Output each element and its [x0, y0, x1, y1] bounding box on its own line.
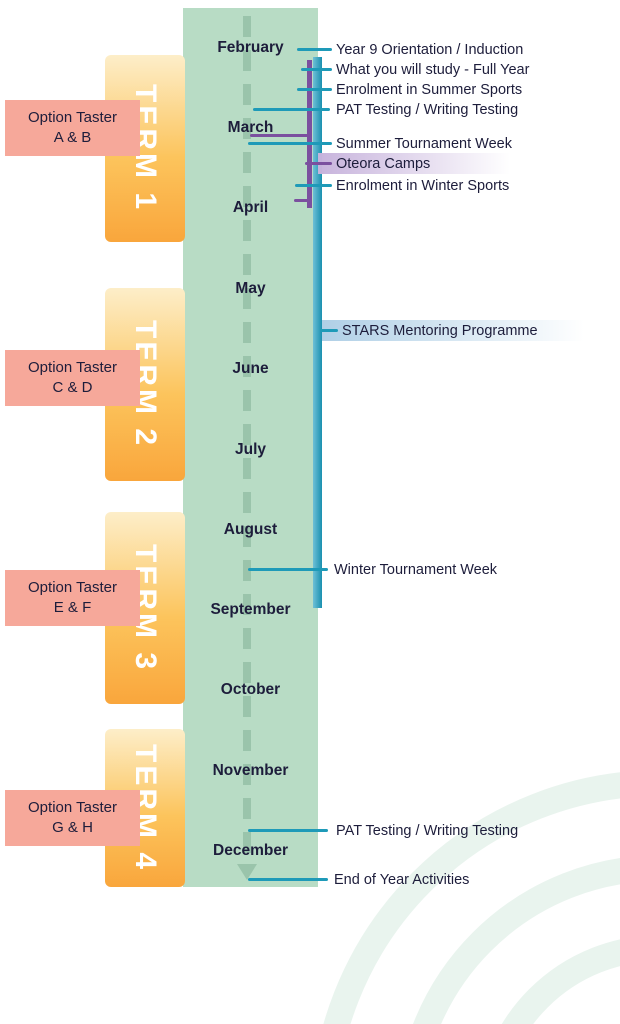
event-end-of-year: End of Year Activities: [334, 872, 470, 888]
month-february: February: [217, 39, 284, 56]
option-taster-ab-line2: A & B: [53, 129, 92, 146]
oteora-camps-tick: [305, 162, 332, 165]
option-taster-ef-line1: Option Taster: [28, 578, 117, 596]
winter-sports-tick: [295, 184, 332, 187]
month-june: June: [232, 360, 269, 377]
stars-highlight: [322, 320, 584, 341]
month-april: April: [232, 199, 269, 216]
option-taster-gh-line1: Option Taster: [28, 798, 117, 816]
month-august: August: [223, 521, 278, 538]
orientation-tick: [297, 48, 332, 51]
timeline-dashed-line: [243, 16, 251, 864]
event-orientation: Year 9 Orientation / Induction: [336, 42, 524, 58]
full-year-tick: [301, 68, 332, 71]
pat-testing-march-tick: [253, 108, 330, 111]
event-summer-sports: Enrolment in Summer Sports: [336, 82, 523, 98]
event-pat-testing-march: PAT Testing / Writing Testing: [336, 102, 519, 118]
event-summer-tournament: Summer Tournament Week: [336, 136, 512, 152]
month-july: July: [234, 441, 266, 458]
event-winter-sports: Enrolment in Winter Sports: [336, 178, 510, 194]
option-taster-ef: Option Taster E & F: [5, 570, 140, 626]
month-december: December: [213, 842, 288, 859]
month-september: September: [210, 601, 291, 618]
term-4-bar: TERM 4: [105, 729, 185, 887]
summer-sports-tick: [297, 88, 332, 91]
march-marker-tick: [250, 134, 312, 137]
event-winter-tournament: Winter Tournament Week: [334, 562, 498, 578]
summer-tournament-tick: [248, 142, 332, 145]
option-taster-cd: Option Taster C & D: [5, 350, 140, 406]
full-year-duration-bar: [313, 57, 322, 608]
timeline-arrow-icon: [237, 864, 257, 880]
month-march: March: [227, 119, 274, 136]
option-taster-ab-line1: Option Taster: [28, 108, 117, 126]
month-october: October: [220, 681, 281, 698]
event-pat-testing-december: PAT Testing / Writing Testing: [336, 823, 519, 839]
option-taster-ef-line2: E & F: [53, 599, 92, 616]
stars-tick: [320, 329, 338, 332]
april-marker-tick: [294, 199, 310, 202]
event-oteora-camps: Oteora Camps: [336, 156, 431, 172]
winter-tournament-tick: [248, 568, 328, 571]
end-of-year-tick: [248, 878, 328, 881]
event-stars-mentoring: STARS Mentoring Programme: [342, 323, 538, 339]
option-taster-gh-line2: G & H: [52, 819, 93, 836]
month-november: November: [212, 762, 289, 779]
oteora-camps-highlight: [318, 153, 510, 174]
option-taster-cd-line2: C & D: [52, 379, 93, 396]
pat-testing-december-tick: [248, 829, 328, 832]
option-taster-gh: Option Taster G & H: [5, 790, 140, 846]
month-may: May: [235, 280, 266, 297]
event-full-year-study: What you will study - Full Year: [336, 62, 530, 78]
option-taster-cd-line1: Option Taster: [28, 358, 117, 376]
option-taster-ab: Option Taster A & B: [5, 100, 140, 156]
